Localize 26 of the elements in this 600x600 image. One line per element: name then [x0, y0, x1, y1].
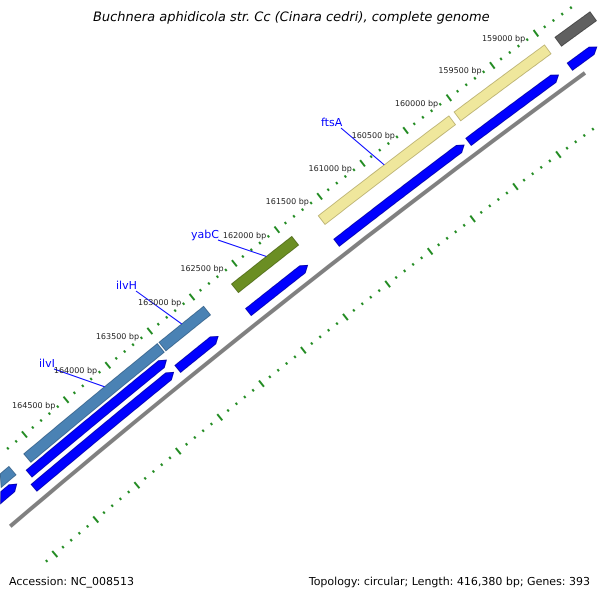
gene-bar	[465, 74, 560, 146]
title: Buchnera aphidicola str. Cc (Cinara cedri), complete genome	[93, 11, 490, 24]
scale-label: 161500 bp	[266, 198, 309, 206]
gene-bar	[554, 11, 597, 47]
scale-label: 163500 bp	[96, 333, 140, 342]
gene-label: ilvI	[39, 358, 55, 369]
gene-bar	[566, 46, 598, 71]
scale-label: 159500 bp	[438, 67, 482, 76]
gene-bar	[174, 336, 219, 373]
gene-label: ftsA	[321, 117, 342, 128]
gene-bar	[158, 306, 212, 352]
scale-label: 161000 bp	[308, 165, 352, 174]
leader-line	[218, 240, 267, 257]
gene-label: yabC	[191, 229, 219, 240]
gene-bar	[0, 466, 17, 488]
footer-text: Accession: NC_008513	[9, 576, 134, 587]
scale-label: 162500 bp	[180, 265, 224, 274]
leader-line	[340, 128, 385, 166]
scale-label: 160000 bp	[394, 100, 438, 108]
gene-bar	[0, 484, 18, 505]
gene-bar	[245, 264, 308, 316]
footer-text: Topology: circular; Length: 416,380 bp; Genes: 393	[308, 576, 590, 587]
scale-label: 164500 bp	[12, 402, 56, 410]
scale-label: 162000 bp	[222, 232, 266, 240]
gene-label: ilvH	[116, 280, 137, 291]
scale-label: 160500 bp	[352, 132, 395, 140]
